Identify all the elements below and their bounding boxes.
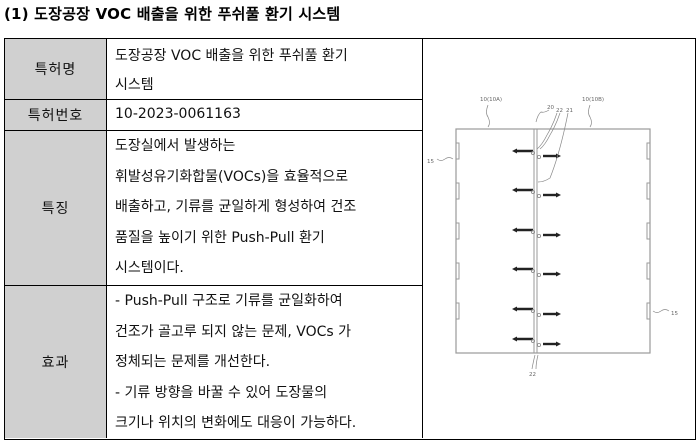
value-effects: - Push-Pull 구조로 기류를 균일화하여 건조가 골고루 되지 않는 … xyxy=(107,286,423,438)
push-pull-ventilation-diagram: 10(10A) 10(10B) 20 22 21 15 15 22 xyxy=(427,97,678,378)
text-line: - Push-Pull 구조로 기류를 균일화하여 xyxy=(115,293,343,309)
right-vents xyxy=(646,142,650,320)
text-line: 건조가 골고루 되지 않는 문제, VOCs 가 xyxy=(115,323,352,340)
booth-outline xyxy=(455,128,651,354)
leader-lines xyxy=(436,104,670,370)
text-line: 품질을 높이기 위한 Push-Pull 환기 xyxy=(115,229,325,246)
text-line: 휘발성유기화합물(VOCs)을 효율적으로 xyxy=(115,168,349,185)
label-text: 특허번호 xyxy=(27,108,84,124)
value-features: 도장실에서 발생하는 휘발성유기화합물(VOCs)을 효율적으로 배출하고, 기… xyxy=(107,131,423,286)
reference-labels: 10(10A) 10(10B) 20 22 21 15 15 22 xyxy=(427,97,678,378)
label-patent-name: 특허명 xyxy=(5,39,107,100)
left-vents xyxy=(456,142,460,320)
label-15-left: 15 xyxy=(427,159,434,165)
value-patent-name: 도장공장 VOC 배출을 위한 푸쉬풀 환기 시스템 xyxy=(107,39,423,100)
label-features: 특징 xyxy=(5,131,107,286)
text-line: 도장실에서 발생하는 xyxy=(115,138,236,154)
label-10b: 10(10B) xyxy=(582,97,604,103)
text-line: 도장공장 VOC 배출을 위한 푸쉬풀 환기 xyxy=(115,48,348,64)
text-line: 정체되는 문제를 개선한다. xyxy=(115,354,271,370)
label-effects: 효과 xyxy=(5,286,107,438)
value-patent-number: 10-2023-0061163 xyxy=(107,100,423,131)
text-line: 크기나 위치의 변화에도 대응이 가능하다. xyxy=(115,415,357,431)
label-20: 20 xyxy=(547,105,554,111)
text-line: 배출하고, 기류를 균일하게 형성하여 건조 xyxy=(115,199,357,215)
document-title: (1) 도장공장 VOC 배출을 위한 푸쉬풀 환기 시스템 xyxy=(4,5,341,23)
label-22-bottom: 22 xyxy=(529,372,536,378)
label-text: 효과 xyxy=(41,355,70,371)
label-patent-number: 특허번호 xyxy=(5,100,107,131)
text-line: - 기류 방향을 바꿀 수 있어 도장물의 xyxy=(115,384,328,401)
label-text: 특허명 xyxy=(34,62,77,78)
text-line: 시스템이다. xyxy=(115,260,184,276)
airflow-arrows xyxy=(512,148,561,348)
label-22: 22 xyxy=(556,108,563,114)
text-line: 10-2023-0061163 xyxy=(115,106,241,122)
patent-figure-cell: 10(10A) 10(10B) 20 22 21 15 15 22 xyxy=(423,39,694,438)
text-line: 시스템 xyxy=(115,76,154,93)
label-text: 특징 xyxy=(41,201,70,217)
label-10a: 10(10A) xyxy=(480,97,502,103)
label-21: 21 xyxy=(566,108,573,114)
patent-summary-table: 특허명 도장공장 VOC 배출을 위한 푸쉬풀 환기 시스템 특허번호 10-2… xyxy=(4,38,696,440)
label-15-right: 15 xyxy=(671,311,678,317)
